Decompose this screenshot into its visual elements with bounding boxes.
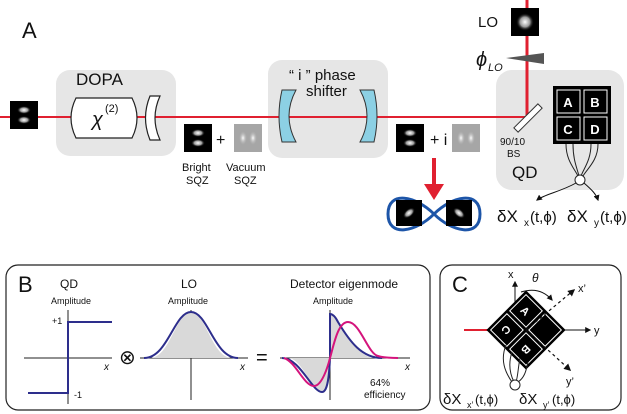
output-x-arg: (t,ϕ) xyxy=(530,209,557,226)
efficiency-value: 64% xyxy=(370,378,390,389)
output-x-sub: x xyxy=(524,218,529,229)
qd-label: QD xyxy=(512,163,538,182)
panel-c-y-label: y xyxy=(594,325,600,337)
lo-gaussian-curve xyxy=(143,310,239,359)
panel-c-y-prime-axis xyxy=(525,329,572,371)
bright-sqz-label-2: SQZ xyxy=(186,175,209,187)
lo-mode-image xyxy=(511,8,539,36)
eigenmode-plot-title: Detector eigenmode xyxy=(290,277,398,291)
panel-c-output-x-main: δX xyxy=(443,391,461,408)
squeeze-bowtie xyxy=(386,196,482,232)
shifter-lens-right xyxy=(359,89,378,143)
phase-shifter-module xyxy=(268,60,388,158)
theta-label: θ xyxy=(532,271,539,285)
panel-c-x-prime-label: x’ xyxy=(578,283,586,295)
lo-plot-amplitude: Amplitude xyxy=(168,296,208,306)
theta-arc xyxy=(520,289,553,301)
panel-c-output-x-arg: (t,ϕ) xyxy=(475,392,498,407)
output-y-arg: (t,ϕ) xyxy=(600,209,627,226)
phi-lo-symbol: ϕ xyxy=(476,49,487,71)
qd-quadrant-d: D xyxy=(590,122,599,137)
red-arrow-head xyxy=(424,184,444,200)
dopa-crystal xyxy=(70,97,138,139)
panel-c-output-x-sub: x’ xyxy=(467,400,474,410)
bs-ratio-label: 90/10 xyxy=(500,137,525,148)
qd-quadrant-c: C xyxy=(563,122,573,137)
panel-c-output-y-sub: y’ xyxy=(543,400,550,410)
output-y-main: δX xyxy=(567,207,588,226)
shifter-label-1: “ i ” phase xyxy=(289,67,356,84)
qd-plot-amplitude: Amplitude xyxy=(51,296,91,306)
panel-c: C x y A B C D x’ y’ θ xyxy=(439,264,622,411)
eigenmode-plot-amplitude: Amplitude xyxy=(313,296,353,306)
qd-plot-plus1: +1 xyxy=(52,316,62,326)
panel-b-letter: B xyxy=(18,272,33,297)
phi-lo-subscript: LO xyxy=(488,62,503,74)
otimes-symbol: ⊗ xyxy=(119,347,136,369)
lo-plot-x-label: x xyxy=(239,362,246,373)
output-arrow-x xyxy=(536,182,577,201)
shifter-label-2: shifter xyxy=(306,83,347,100)
panel-c-letter: C xyxy=(452,272,468,297)
lo-plot-title: LO xyxy=(181,277,197,291)
phase-wedge xyxy=(506,53,544,64)
eigenmode-plot-x-label: x xyxy=(404,362,411,373)
plus-i-label: + i xyxy=(430,132,447,149)
bowtie-mode-right xyxy=(446,200,472,226)
qd-step-curve xyxy=(28,321,112,394)
qd-wires xyxy=(565,143,599,186)
chi-exponent: (2) xyxy=(105,103,118,115)
chi-symbol: χ xyxy=(90,109,104,131)
bs-label: BS xyxy=(507,149,521,160)
eigenmode-curve-magenta xyxy=(283,320,399,388)
qd-plot-x-label: x xyxy=(103,362,110,373)
lo-label: LO xyxy=(478,14,498,31)
dopa-output-mirror xyxy=(144,95,161,141)
output-arrow-y xyxy=(583,182,600,202)
beam-splitter xyxy=(513,103,543,133)
plus-sign: + xyxy=(216,132,225,149)
panel-c-x-prime-axis xyxy=(525,289,576,331)
dopa-label: DOPA xyxy=(76,70,124,89)
vacuum-sqz-label-1: Vacuum xyxy=(226,162,266,174)
output-x-main: δX xyxy=(497,207,518,226)
vacuum-mode-image xyxy=(452,124,480,152)
qd-quadrant-b: B xyxy=(590,95,599,110)
panel-c-output-y-arg: (t,ϕ) xyxy=(552,392,575,407)
panel-a: A DOPA χ (2) + Bright xyxy=(0,0,627,232)
bowtie-mode-left xyxy=(396,200,422,226)
shifter-lens-left xyxy=(278,89,297,143)
bright-sqz-image xyxy=(184,124,212,152)
equals-symbol: = xyxy=(256,347,268,369)
vacuum-sqz-image xyxy=(234,124,262,152)
input-mode-image xyxy=(10,101,38,129)
panel-c-wires xyxy=(502,344,529,391)
lo-gaussian-fill xyxy=(150,312,232,358)
output-y-sub: y xyxy=(594,218,599,229)
combined-mode-image xyxy=(396,124,424,152)
qd-plot-minus1: -1 xyxy=(74,390,82,400)
quadrant-detector xyxy=(553,86,611,144)
panel-a-letter: A xyxy=(22,18,37,43)
qd-quadrant-a: A xyxy=(563,95,573,110)
vacuum-sqz-label-2: SQZ xyxy=(234,175,257,187)
efficiency-label: efficiency xyxy=(364,390,406,401)
qd-plot-title: QD xyxy=(60,277,78,291)
panel-b: B QD Amplitude +1 -1 x ⊗ LO Amplitude x … xyxy=(5,264,431,411)
bright-sqz-label-1: Bright xyxy=(182,162,211,174)
panel-c-output-y-main: δX xyxy=(519,391,537,408)
panel-c-y-prime-label: y’ xyxy=(566,376,574,388)
panel-c-x-label: x xyxy=(508,269,514,281)
